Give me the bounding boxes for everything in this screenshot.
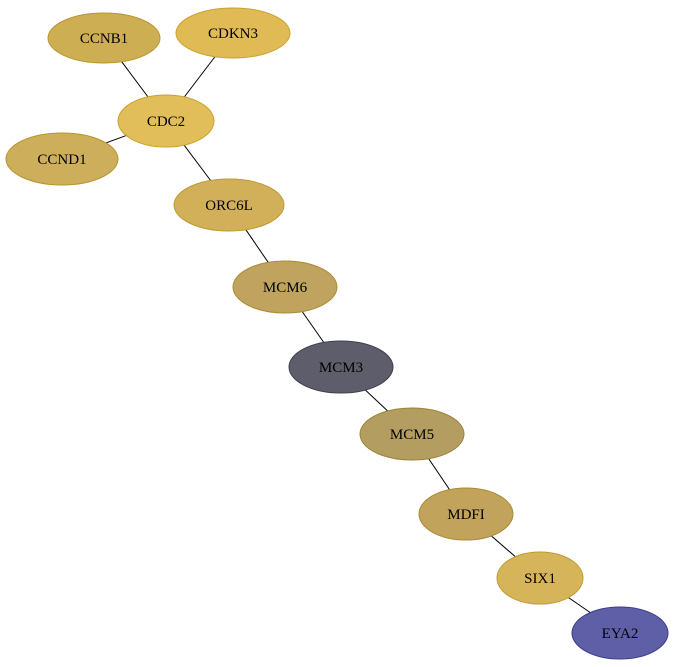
node-ellipse[interactable] [47,12,161,64]
node-ccnb1[interactable]: CCNB1 [47,12,161,64]
node-label: CCND1 [37,152,86,168]
node-eya2[interactable]: EYA2 [571,606,669,660]
node-mcm3[interactable]: MCM3 [288,340,394,394]
node-mcm6[interactable]: MCM6 [232,260,338,314]
node-label: EYA2 [602,626,639,642]
node-ellipse[interactable] [232,260,338,314]
node-label: SIX1 [524,571,556,587]
node-label: MCM6 [263,280,308,296]
node-label: CCNB1 [80,31,128,47]
node-ellipse[interactable] [117,94,215,148]
node-ellipse[interactable] [175,7,291,59]
node-ellipse[interactable] [173,178,285,232]
node-ellipse[interactable] [496,551,584,605]
node-ellipse[interactable] [418,487,514,541]
node-cdc2[interactable]: CDC2 [117,94,215,148]
node-label: MCM5 [390,427,434,443]
node-six1[interactable]: SIX1 [496,551,584,605]
node-ellipse[interactable] [288,340,394,394]
node-ccnd1[interactable]: CCND1 [5,132,119,186]
node-ellipse[interactable] [5,132,119,186]
node-label: ORC6L [205,198,253,214]
node-ellipse[interactable] [571,606,669,660]
node-label: CDC2 [147,114,185,130]
node-mdfi[interactable]: MDFI [418,487,514,541]
node-mcm5[interactable]: MCM5 [359,407,465,461]
node-ellipse[interactable] [359,407,465,461]
node-cdkn3[interactable]: CDKN3 [175,7,291,59]
node-label: MDFI [447,507,485,523]
node-label: MCM3 [319,360,363,376]
node-orc6l[interactable]: ORC6L [173,178,285,232]
node-label: CDKN3 [208,26,258,42]
